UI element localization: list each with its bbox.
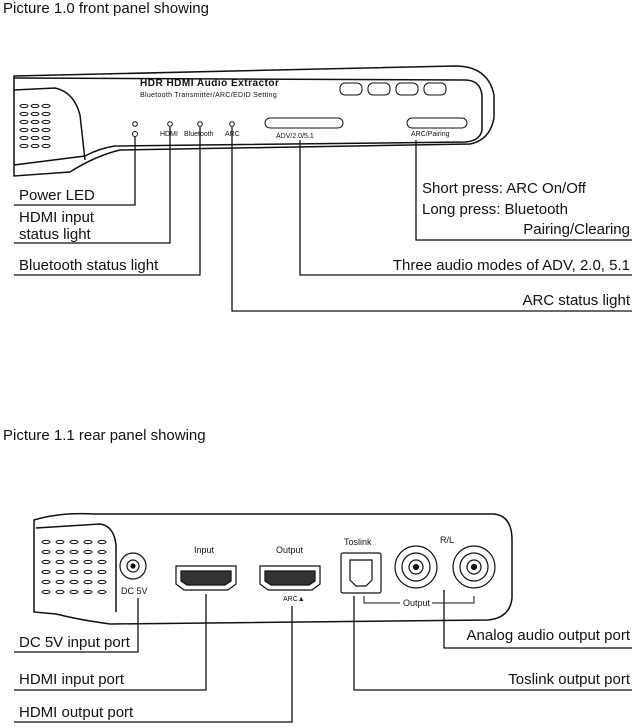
hdmi-led [167,121,173,127]
front-panel-title: Picture 1.0 front panel showing [3,0,209,17]
callout-audio-modes: Three audio modes of ADV, 2.0, 5.1 [393,257,630,274]
callout-toslink-output: Toslink output port [508,671,631,688]
rear-leaders [14,590,632,723]
arc-pairing-button[interactable] [406,117,468,129]
toslink-label: Toslink [344,537,372,547]
arc-button-label: ARC/Pairing [411,131,450,138]
adv-button-label: ADV/2.0/5.1 [276,133,314,140]
rear-grille [41,539,107,595]
callout-power-led: Power LED [19,187,95,204]
power-led-dot [132,121,138,127]
top-mode-icons [339,82,447,96]
output-bracket [363,596,475,604]
indicator-label-hdmi: HDMI [160,131,178,138]
callout-dc-input: DC 5V input port [19,634,131,651]
callout-hdmi-input-2: status light [19,226,92,243]
device-subtitle: Bluetooth Transmitter/ARC/EDID Setting [140,92,277,99]
callout-arc-press-2: Long press: Bluetooth [422,201,568,218]
dc-label: DC 5V [121,586,148,596]
rl-label: R/L [440,535,454,545]
callout-hdmi-input: HDMI input port [19,671,125,688]
arc-led [229,121,235,127]
callout-bluetooth-status: Bluetooth status light [19,257,159,274]
hdmi-output-label: Output [276,545,304,555]
callout-analog-output: Analog audio output port [467,627,631,644]
callout-hdmi-output: HDMI output port [19,704,134,721]
callout-arc-press-1: Short press: ARC On/Off [422,180,587,197]
output-bracket-label: Output [403,598,431,608]
callout-hdmi-input-1: HDMI input [19,209,95,226]
hdmi-output-port[interactable] [259,565,321,591]
power-led-ring [132,131,138,137]
indicator-label-bluetooth: Bluetooth [184,131,214,138]
bluetooth-led [197,121,203,127]
adv-button[interactable] [264,117,344,129]
callout-arc-press-3: Pairing/Clearing [523,221,630,238]
hdmi-input-port[interactable] [175,565,237,591]
toslink-port[interactable] [340,552,382,594]
front-indicators [132,121,235,137]
front-grille [19,103,51,149]
device-title: HDR HDMI Audio Extractor [140,78,279,89]
hdmi-input-label: Input [194,545,215,555]
rca-right-port[interactable] [452,545,496,589]
rear-panel-title: Picture 1.1 rear panel showing [3,427,206,444]
callout-arc-status: ARC status light [522,292,630,309]
arc-mark: ARC▲ [283,596,305,603]
dc-port[interactable] [119,552,147,580]
front-leaders [14,127,632,312]
rca-left-port[interactable] [394,545,438,589]
